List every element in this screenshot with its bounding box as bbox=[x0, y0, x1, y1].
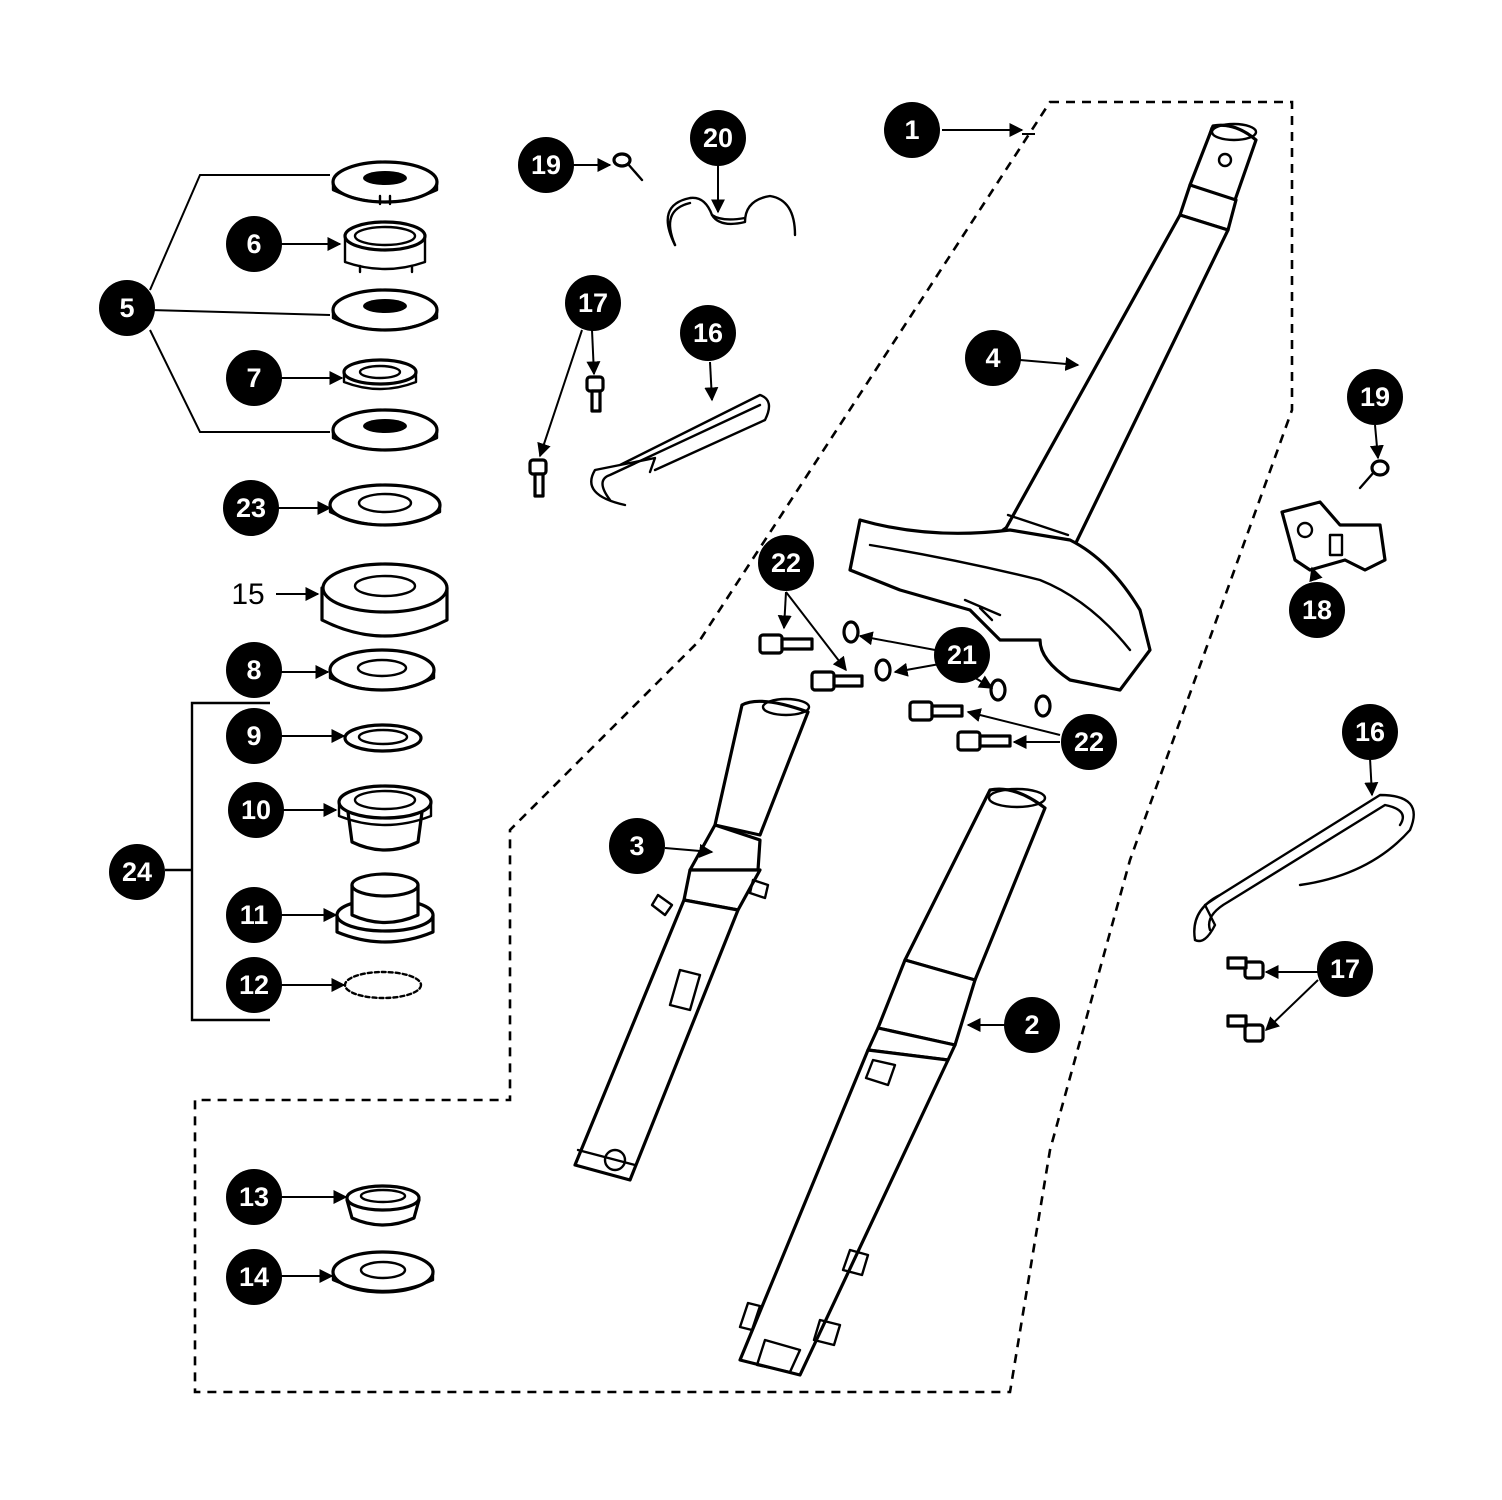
svg-text:18: 18 bbox=[1302, 595, 1332, 625]
part-16-bracket-right bbox=[1193, 793, 1415, 943]
leader-5-lines bbox=[149, 174, 331, 433]
leaders-left bbox=[276, 237, 348, 1283]
callout-24: 24 bbox=[109, 844, 165, 900]
part-13-lock-nut bbox=[345, 1184, 421, 1227]
part-10-upper-cup bbox=[337, 784, 433, 852]
callout-1: 1 bbox=[884, 102, 940, 158]
callout-12: 12 bbox=[226, 957, 282, 1013]
svg-text:8: 8 bbox=[246, 655, 261, 685]
callout-14: 14 bbox=[226, 1249, 282, 1305]
callout-20: 20 bbox=[690, 110, 746, 166]
svg-text:22: 22 bbox=[771, 548, 801, 578]
part-19-screw-right bbox=[1358, 459, 1390, 490]
part-17-bolts-left bbox=[528, 375, 605, 498]
part-21-washers bbox=[842, 620, 1052, 718]
svg-text:19: 19 bbox=[1360, 382, 1390, 412]
callout-17-left: 17 bbox=[565, 275, 621, 331]
svg-text:16: 16 bbox=[693, 318, 723, 348]
svg-text:19: 19 bbox=[531, 150, 561, 180]
callout-10: 10 bbox=[228, 782, 284, 838]
part-12-ball-bearing bbox=[343, 970, 423, 1000]
svg-text:11: 11 bbox=[240, 900, 269, 930]
svg-text:16: 16 bbox=[1355, 717, 1385, 747]
part-19-screw-top bbox=[612, 152, 644, 182]
svg-text:20: 20 bbox=[703, 123, 733, 153]
callout-16-left: 16 bbox=[680, 305, 736, 361]
callout-16-right: 16 bbox=[1342, 704, 1398, 760]
svg-text:12: 12 bbox=[239, 970, 269, 1000]
callout-18: 18 bbox=[1289, 582, 1345, 638]
part-8-washer bbox=[328, 648, 436, 692]
svg-text:7: 7 bbox=[246, 363, 261, 393]
callout-7: 7 bbox=[226, 350, 282, 406]
part-4-steering-stem bbox=[848, 122, 1258, 692]
part-5-cover-top bbox=[331, 160, 439, 206]
part-5-cover-lower bbox=[331, 408, 439, 452]
svg-text:9: 9 bbox=[246, 721, 261, 751]
part-18-bracket-right bbox=[1280, 500, 1387, 572]
callout-3: 3 bbox=[609, 818, 665, 874]
svg-text:3: 3 bbox=[629, 831, 644, 861]
part-14-washer bbox=[331, 1250, 435, 1294]
callout-5: 5 bbox=[99, 280, 155, 336]
callout-21: 21 bbox=[934, 627, 990, 683]
svg-text:17: 17 bbox=[578, 288, 608, 318]
label-15: 15 bbox=[231, 578, 264, 611]
callout-22-top: 22 bbox=[758, 535, 814, 591]
part-15-spacer bbox=[320, 562, 449, 638]
callout-13: 13 bbox=[226, 1169, 282, 1225]
svg-text:10: 10 bbox=[241, 795, 271, 825]
callout-2: 2 bbox=[1004, 997, 1060, 1053]
svg-text:5: 5 bbox=[119, 293, 134, 323]
svg-text:23: 23 bbox=[236, 493, 266, 523]
callout-17-right: 17 bbox=[1317, 941, 1373, 997]
callout-11: 11 bbox=[226, 887, 282, 943]
assembly-boundary bbox=[193, 100, 1294, 1394]
part-5-cover-middle bbox=[331, 288, 439, 332]
part-2-fork-leg-right bbox=[738, 787, 1047, 1377]
part-7-adjusting-nut bbox=[342, 358, 418, 391]
callout-4: 4 bbox=[965, 330, 1021, 386]
callout-19-top: 19 bbox=[518, 137, 574, 193]
svg-text:13: 13 bbox=[239, 1182, 269, 1212]
part-17-bolts-right bbox=[1226, 956, 1265, 1043]
svg-text:1: 1 bbox=[904, 115, 919, 145]
part-20-clip bbox=[666, 194, 797, 247]
callout-22-bottom: 22 bbox=[1061, 714, 1117, 770]
svg-text:22: 22 bbox=[1074, 727, 1104, 757]
callout-8: 8 bbox=[226, 642, 282, 698]
callout-19-right: 19 bbox=[1347, 369, 1403, 425]
svg-text:2: 2 bbox=[1024, 1010, 1039, 1040]
callout-9: 9 bbox=[226, 708, 282, 764]
svg-text:6: 6 bbox=[246, 229, 261, 259]
part-11-lower-cone bbox=[335, 872, 435, 944]
part-23-washer bbox=[328, 483, 442, 527]
svg-text:17: 17 bbox=[1330, 954, 1360, 984]
svg-text:14: 14 bbox=[239, 1262, 269, 1292]
part-16-bracket-left bbox=[590, 393, 771, 507]
svg-text:4: 4 bbox=[985, 343, 1000, 373]
callout-23: 23 bbox=[223, 480, 279, 536]
group-bracket-24 bbox=[165, 701, 270, 1022]
part-9-race bbox=[343, 723, 423, 753]
part-3-fork-leg-left bbox=[573, 697, 811, 1182]
leaders-right bbox=[537, 123, 1384, 1032]
callout-6: 6 bbox=[226, 216, 282, 272]
svg-text:15: 15 bbox=[231, 578, 264, 611]
part-22-bolts bbox=[758, 633, 1012, 752]
svg-text:21: 21 bbox=[947, 640, 977, 670]
part-6-lock-ring bbox=[343, 220, 427, 274]
svg-text:24: 24 bbox=[122, 857, 152, 887]
